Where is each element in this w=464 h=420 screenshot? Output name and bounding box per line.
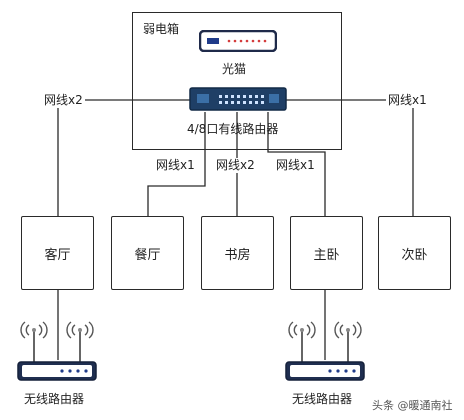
wired-router-label: 4/8口有线路由器 [187,122,279,136]
link-label-study: 网线x2 [214,158,257,173]
cabinet-box [132,12,342,150]
modem-label: 光猫 [222,62,247,76]
wired-router-icon [189,87,287,111]
room-study-label: 书房 [224,247,251,263]
link-label-master: 网线x1 [274,158,317,173]
link-label-living-room: 网线x2 [42,93,85,108]
room-bedroom2-label: 次卧 [401,247,428,263]
room-dining-label: 餐厅 [134,247,161,263]
room-study: 书房 [201,216,274,290]
room-living: 客厅 [21,216,94,290]
wireless-router-left-icon [17,321,97,381]
link-label-bedroom2: 网线x1 [386,93,429,108]
line-to-master [267,112,326,216]
room-master-label: 主卧 [313,247,340,263]
room-living-label: 客厅 [44,247,71,263]
cabinet-title: 弱电箱 [143,22,180,36]
wireless-router-right-icon [285,321,365,381]
room-master: 主卧 [290,216,363,290]
room-bedroom2: 次卧 [378,216,451,290]
wireless-router-right-label: 无线路由器 [292,392,353,406]
link-label-dining: 网线x1 [154,158,197,173]
watermark-text: 头条 @暖通南社 [372,399,453,412]
room-dining: 餐厅 [111,216,184,290]
modem-icon [199,30,277,52]
wireless-router-left-label: 无线路由器 [24,392,85,406]
